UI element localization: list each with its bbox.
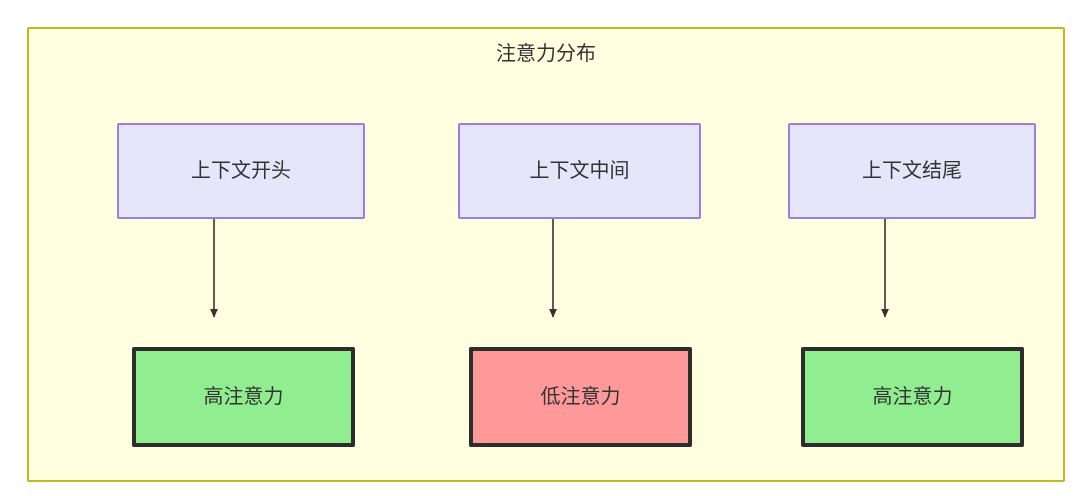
node-context-middle-label: 上下文中间	[529, 160, 630, 182]
node-context-start-label: 上下文开头	[191, 160, 291, 182]
node-attention-low-middle[interactable]: 低注意力	[469, 347, 692, 447]
node-attention-low-middle-label: 低注意力	[540, 386, 621, 408]
node-context-end[interactable]: 上下文结尾	[788, 123, 1036, 219]
node-attention-high-start[interactable]: 高注意力	[132, 347, 355, 447]
node-context-middle[interactable]: 上下文中间	[458, 123, 701, 219]
node-attention-high-end-label: 高注意力	[872, 386, 953, 408]
node-context-start[interactable]: 上下文开头	[117, 123, 365, 219]
node-attention-high-end[interactable]: 高注意力	[801, 347, 1024, 447]
attention-distribution-subgraph: 注意力分布 上下文开头 上下文中间 上下文结尾 高注意力	[27, 27, 1065, 482]
diagram-title: 注意力分布	[496, 43, 596, 65]
node-context-end-label: 上下文结尾	[862, 160, 962, 182]
node-attention-high-start-label: 高注意力	[203, 386, 284, 408]
